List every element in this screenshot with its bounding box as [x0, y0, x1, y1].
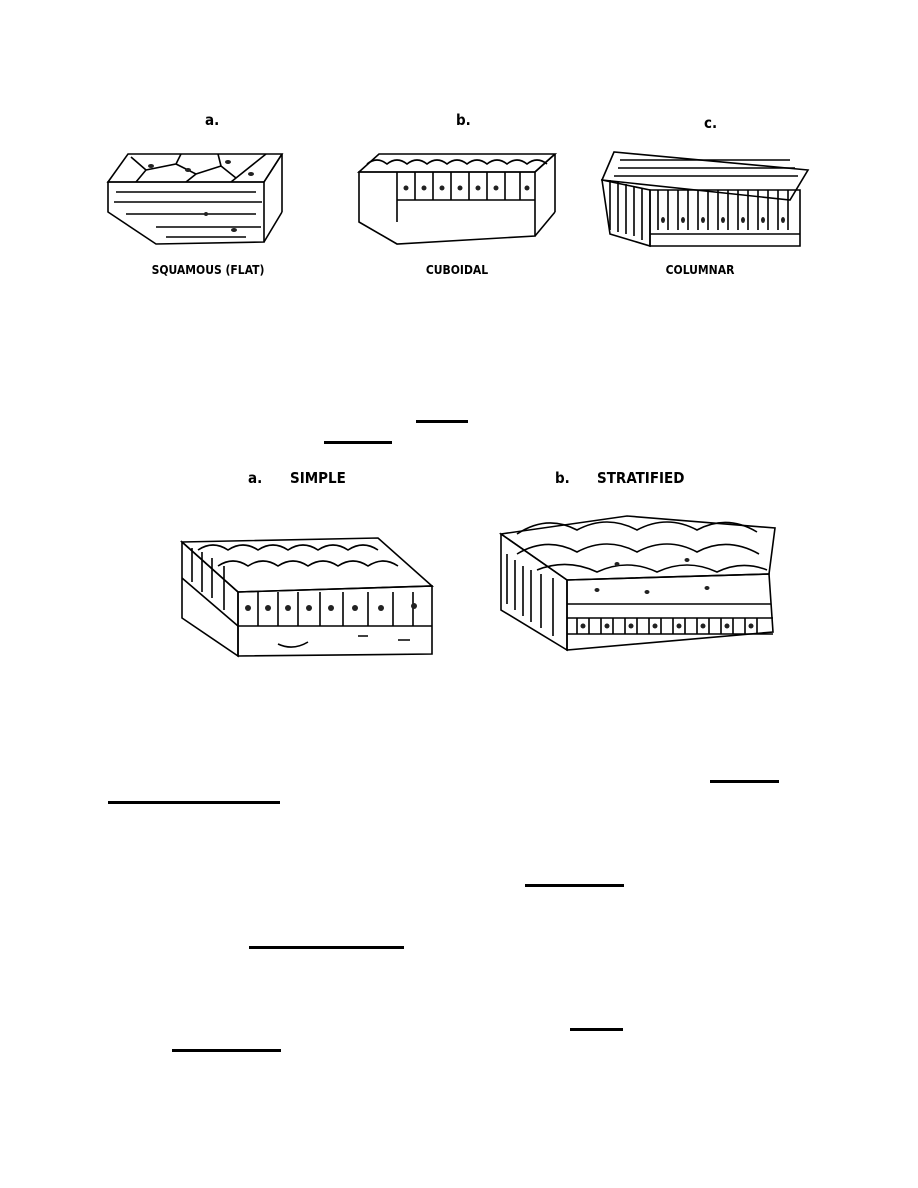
panel-letter-simple: a. — [248, 469, 263, 487]
cuboidal-epithelium-illustration — [356, 153, 558, 245]
blank-underline — [416, 420, 468, 423]
stratified-epithelium-illustration — [498, 515, 776, 652]
blank-underline — [249, 946, 404, 949]
caption-cuboidal: CUBOIDAL — [425, 263, 489, 277]
caption-simple: SIMPLE — [290, 469, 346, 487]
blank-underline — [570, 1028, 623, 1031]
blank-underline — [108, 801, 280, 804]
simple-epithelium-illustration — [179, 537, 435, 658]
blank-underline — [172, 1049, 281, 1052]
columnar-epithelium-illustration — [600, 151, 810, 248]
panel-letter-stratified: b. — [555, 469, 570, 487]
panel-letter-a: a. — [205, 111, 220, 129]
blank-underline — [324, 441, 392, 444]
panel-letter-b: b. — [456, 111, 471, 129]
blank-underline — [710, 780, 779, 783]
caption-squamous: SQUAMOUS (FLAT) — [151, 263, 265, 277]
panel-letter-c: c. — [704, 114, 718, 132]
blank-underline — [525, 884, 624, 887]
squamous-epithelium-illustration — [106, 153, 284, 245]
caption-stratified: STRATIFIED — [597, 469, 685, 487]
caption-columnar: COLUMNAR — [665, 263, 735, 277]
